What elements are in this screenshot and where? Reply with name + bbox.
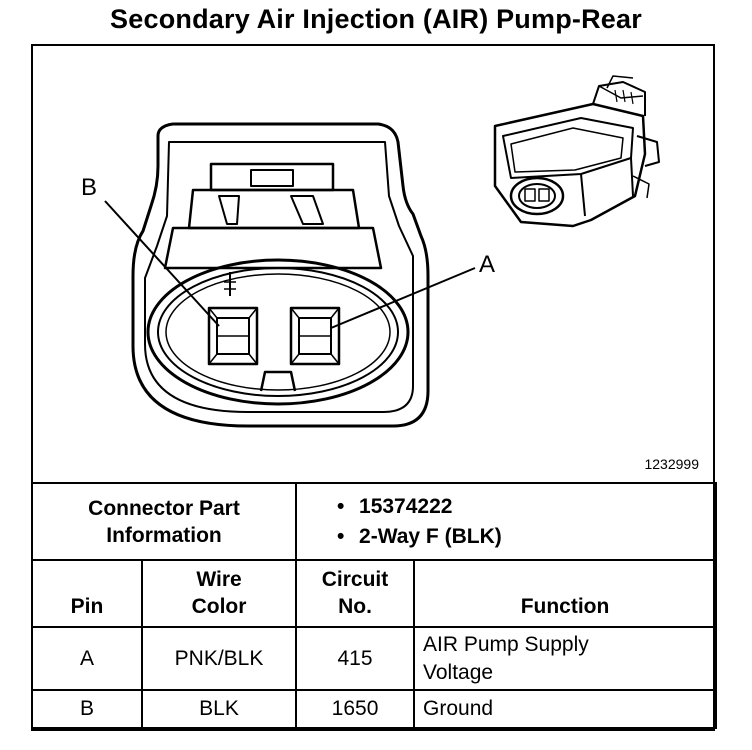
table-header-row: Pin Wire Color Circuit No. Function [31, 559, 718, 628]
pin-cell: B [31, 689, 143, 729]
function-cell: AIR Pump Supply Voltage [413, 626, 718, 691]
header-wire-color: Wire Color [140, 559, 298, 628]
connector-part-item: •15374222 [337, 494, 453, 518]
header-circuit-no: Circuit No. [295, 559, 416, 628]
table-row: B BLK 1650 Ground [31, 689, 718, 729]
function-cell: Ground [413, 689, 718, 729]
circuit-no-cell: 415 [295, 626, 416, 691]
connector-diagram: B A 1232999 [33, 46, 713, 482]
pin-b-label: B [81, 174, 98, 201]
header-function: Function [413, 559, 718, 628]
connector-face-illustration [104, 75, 660, 428]
circuit-no-cell: 1650 [295, 689, 416, 729]
connector-part-item: •2-Way F (BLK) [337, 524, 502, 548]
pin-cell: A [31, 626, 143, 691]
page-title: Secondary Air Injection (AIR) Pump-Rear [110, 4, 642, 34]
wire-color-cell: BLK [140, 689, 298, 729]
connector-frame: B A 1232999 Connector Part Information •… [30, 44, 718, 731]
pin-a-label: A [479, 251, 496, 278]
connector-part-values: •15374222 •2-Way F (BLK) [295, 482, 718, 561]
connector-part-row: Connector Part Information •15374222 •2-… [30, 482, 718, 561]
figure-number: 1232999 [644, 456, 699, 472]
connector-part-label: Connector Part Information [30, 482, 298, 561]
table-row: A PNK/BLK 415 AIR Pump Supply Voltage [31, 626, 718, 691]
connector-info-table: Connector Part Information •15374222 •2-… [30, 482, 718, 729]
wire-color-cell: PNK/BLK [140, 626, 298, 691]
header-pin: Pin [31, 559, 143, 628]
